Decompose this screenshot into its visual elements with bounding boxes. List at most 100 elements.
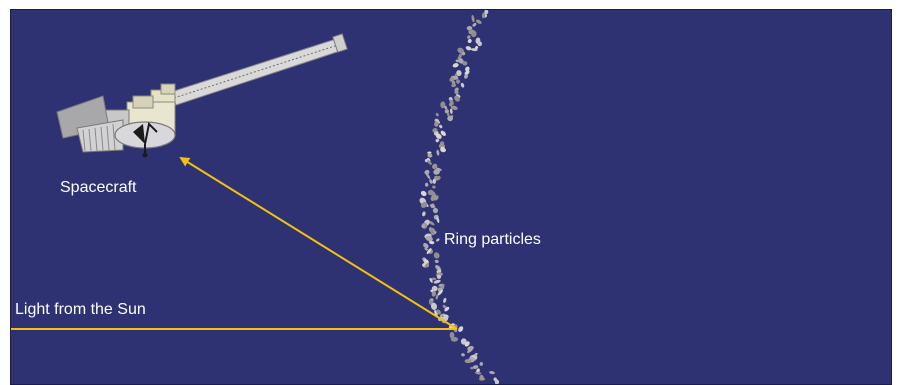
- ring-particle: [423, 259, 429, 264]
- ring-particle: [456, 94, 461, 98]
- ring-particle: [430, 194, 437, 201]
- ring-particle: [423, 243, 429, 249]
- ring-particle: [424, 262, 430, 268]
- ring-particle: [461, 51, 466, 56]
- ring-particle: [434, 309, 438, 317]
- ring-particle: [434, 259, 439, 264]
- ring-particle: [467, 348, 474, 353]
- scattered-light-arrow: [179, 156, 458, 330]
- ring-particle: [471, 15, 475, 23]
- spacecraft-illustration: [56, 33, 348, 158]
- ring-particle: [467, 35, 471, 39]
- ring-particle: [472, 22, 477, 27]
- ring-particle: [464, 70, 470, 76]
- ring-particle: [471, 31, 477, 38]
- ring-particle: [424, 247, 428, 251]
- ring-particle: [465, 66, 470, 72]
- ring-particle: [451, 83, 457, 88]
- ring-particle: [436, 149, 440, 156]
- diagram-canvas: [11, 10, 500, 384]
- ring-particle: [425, 235, 433, 242]
- ring-particle: [466, 26, 473, 31]
- ring-particle: [439, 124, 443, 129]
- ring-particle: [432, 207, 439, 214]
- ring-particle: [470, 48, 478, 52]
- ring-particle: [458, 58, 464, 64]
- ring-particle: [432, 178, 436, 184]
- ring-particle: [430, 203, 435, 209]
- ring-particle: [435, 138, 440, 143]
- ring-particle: [435, 133, 442, 139]
- ring-particle: [428, 220, 435, 226]
- ring-particle: [421, 224, 426, 228]
- ring-particle: [430, 302, 438, 310]
- magnetometer-boom: [170, 33, 348, 106]
- ring-particle: [461, 353, 465, 357]
- ring-particles-label: Ring particles: [444, 231, 541, 248]
- ring-particle: [475, 19, 482, 24]
- ring-particle: [435, 118, 441, 124]
- ring-particle: [425, 172, 431, 180]
- ring-particle: [436, 167, 442, 171]
- ring-particle: [422, 211, 426, 217]
- ring-particle: [458, 326, 464, 332]
- ring-particle: [457, 54, 462, 59]
- ring-particle: [472, 365, 479, 369]
- ring-particle: [436, 216, 440, 223]
- ring-particle: [429, 277, 433, 283]
- ring-particle: [424, 182, 429, 187]
- ring-particle: [449, 331, 455, 339]
- antenna-dish: [114, 121, 176, 158]
- ring-particle: [434, 121, 439, 127]
- ring-particle: [447, 115, 454, 122]
- ring-particle: [450, 336, 459, 342]
- radiator-panels: [56, 95, 124, 153]
- ring-particle: [435, 294, 439, 300]
- ring-particle: [479, 377, 486, 381]
- ring-particle: [444, 306, 450, 312]
- ring-particle: [427, 151, 432, 154]
- ring-particle: [457, 47, 464, 54]
- ring-particle: [452, 63, 459, 68]
- ring-particle: [424, 169, 430, 175]
- ring-particle: [456, 70, 462, 77]
- ring-particle: [426, 248, 432, 255]
- ring-particle: [440, 101, 446, 109]
- ring-particle: [420, 190, 427, 197]
- ring-particle: [477, 41, 482, 47]
- ring-particle: [449, 108, 453, 115]
- ring-particle: [427, 153, 433, 158]
- ring-particle: [440, 130, 446, 136]
- ring-particle: [431, 285, 438, 292]
- ring-particle: [444, 105, 448, 110]
- ring-particle: [437, 289, 443, 296]
- ring-particle: [464, 359, 472, 364]
- ring-particle: [464, 74, 469, 79]
- ring-particle: [484, 10, 489, 15]
- ring-particle: [482, 12, 486, 19]
- ring-particle: [455, 79, 461, 84]
- ring-particle: [479, 362, 484, 366]
- ring-particle: [470, 366, 474, 370]
- sunlight-label: Light from the Sun: [15, 301, 146, 318]
- ring-particle: [444, 109, 449, 114]
- ring-particle: [440, 146, 446, 152]
- ring-particle: [433, 168, 440, 175]
- ring-particle: [436, 274, 442, 279]
- ring-particle: [451, 80, 456, 85]
- ring-particle: [449, 77, 455, 82]
- ring-particle: [435, 112, 439, 117]
- ring-particle: [432, 163, 438, 170]
- ring-particle: [465, 46, 472, 51]
- ring-particle: [455, 59, 459, 63]
- ring-particle: [433, 252, 440, 259]
- ring-particle: [454, 89, 459, 95]
- ring-particle: [429, 179, 433, 184]
- ring-particle: [436, 309, 441, 315]
- ring-particle: [427, 160, 432, 165]
- ring-particle: [420, 201, 428, 208]
- spacecraft-label: Spacecraft: [60, 179, 137, 196]
- ring-particle: [431, 290, 437, 297]
- ring-particle: [462, 61, 468, 66]
- ring-particle: [432, 185, 436, 189]
